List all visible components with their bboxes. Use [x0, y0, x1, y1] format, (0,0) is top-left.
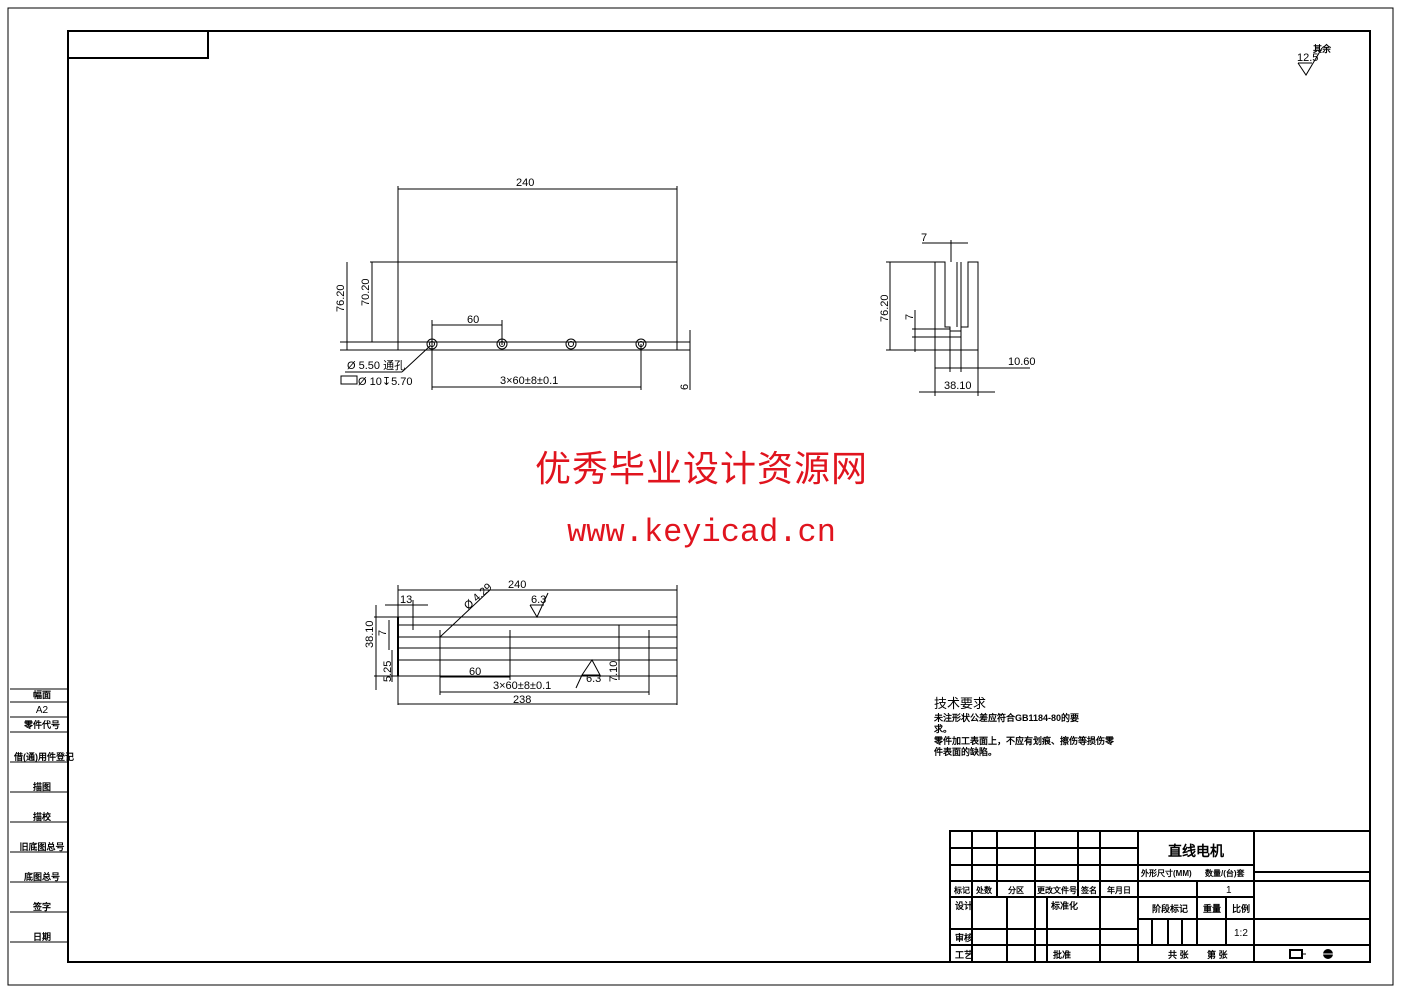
title-block: 直线电机 外形尺寸(MM) 数量/(台)套 1 标记 处数 分区 更改文件号 签…: [949, 830, 1371, 963]
hole-note-through: Ø 5.50 通孔: [347, 359, 405, 372]
dim-bottom-slot: 7: [377, 630, 389, 636]
dim-bottom-width: 240: [508, 579, 526, 591]
watermark-title: 优秀毕业设计资源网: [534, 449, 868, 490]
left-label: 描图: [33, 781, 51, 792]
qty-value: 1: [1226, 885, 1232, 896]
dim-overall: 238: [513, 694, 531, 706]
review-label: 审核: [955, 932, 973, 943]
process-label: 工艺: [955, 949, 973, 960]
tech-line: 零件加工表面上，不应有划痕、擦伤等损伤零: [933, 735, 1115, 746]
dim-base: 6: [679, 384, 691, 390]
left-label: 日期: [33, 931, 51, 942]
sheets-label: 共 张: [1168, 949, 1190, 960]
dim-height-outer: 76.20: [335, 284, 347, 312]
roughness-top: 6.3: [531, 594, 546, 606]
scale-label: 比例: [1232, 903, 1250, 914]
left-label: A2: [36, 705, 49, 716]
left-label: 借(通)用件登记: [13, 751, 74, 762]
dim-edge: 5.25: [382, 661, 394, 682]
code-box: [67, 30, 209, 59]
dim-pitch: 60: [467, 314, 479, 326]
dim-side-width: 38.10: [944, 380, 972, 392]
left-label: 签字: [32, 901, 51, 912]
sheet-label: 第 张: [1207, 949, 1229, 960]
left-label: 幅面: [33, 689, 51, 700]
rev-header: 标记: [953, 885, 970, 895]
roughness-bottom: 6.3: [586, 673, 601, 685]
dim-hole-dia: Ø 4.29: [462, 581, 495, 612]
scale-value: 1:2: [1234, 928, 1248, 939]
front-view: 240 76.20 70.20 60 3×60±8±0.1 6 Ø 5.50 通…: [335, 177, 691, 390]
tech-line: 未注形状公差应符合GB1184-80的要: [933, 712, 1079, 723]
left-label: 底图总号: [24, 871, 60, 882]
rev-header: 年月日: [1107, 885, 1131, 895]
left-label: 描校: [33, 811, 52, 822]
dim-depth: 7.10: [608, 661, 620, 682]
rev-header: 分区: [1008, 885, 1024, 895]
watermark-url[interactable]: www.keyicad.cn: [567, 514, 836, 551]
approve-label: 批准: [1053, 949, 1071, 960]
stage-label: 阶段标记: [1152, 903, 1188, 914]
left-label: 旧底图总号: [19, 841, 64, 852]
design-label: 设计: [955, 900, 973, 911]
tech-line: 件表面的缺陷。: [934, 746, 997, 757]
dim-height-inner: 70.20: [360, 278, 372, 306]
projection-symbol-icon: [1289, 949, 1336, 959]
dim-bottom-pitch: 60: [469, 666, 481, 678]
dim-fin-gap: 7: [904, 314, 916, 320]
roughness-symbol: 12.5 其余: [1297, 43, 1332, 76]
dim-bottom-height: 38.10: [364, 620, 376, 648]
standard-label: 标准化: [1050, 900, 1078, 911]
left-label: 零件代号: [23, 719, 60, 730]
outer-border: [7, 7, 1394, 986]
rev-header: 签名: [1080, 885, 1097, 895]
dim-width: 240: [516, 177, 534, 189]
rev-header: 处数: [975, 885, 993, 895]
part-name: 直线电机: [1168, 843, 1224, 859]
tech-requirements: 技术要求 未注形状公差应符合GB1184-80的要 求。 零件加工表面上，不应有…: [933, 696, 1115, 757]
dim-slot: 10.60: [1008, 356, 1036, 368]
left-column: 幅面 A2 零件代号 借(通)用件登记 描图 描校 旧底图总号 底图总号 签字 …: [10, 688, 74, 943]
dim-side-height: 76.20: [879, 294, 891, 322]
hole-note-counterbore: Ø 10↧5.70: [358, 376, 412, 388]
roughness-value: 12.5: [1297, 52, 1318, 64]
bottom-view: 240 13 Ø 4.29 6.3 38.10 7 5.25 60 3×60±8…: [364, 579, 678, 706]
rev-header: 更改文件号: [1037, 885, 1077, 895]
dims-label: 外形尺寸(MM): [1141, 868, 1192, 878]
tech-title: 技术要求: [934, 696, 986, 711]
tech-line: 求。: [934, 723, 952, 734]
dim-fin-top: 7: [921, 232, 927, 244]
frame-border: [67, 30, 1371, 963]
roughness-note: 其余: [1313, 43, 1332, 54]
dim-bottom-hole-spacing: 3×60±8±0.1: [493, 680, 551, 692]
side-view: 76.20 7 7 10.60 38.10: [879, 232, 1036, 396]
weight-label: 重量: [1203, 903, 1221, 914]
dim-offset: 13: [400, 594, 412, 606]
qty-label: 数量/(台)套: [1205, 868, 1246, 878]
dim-hole-spacing: 3×60±8±0.1: [500, 375, 558, 387]
